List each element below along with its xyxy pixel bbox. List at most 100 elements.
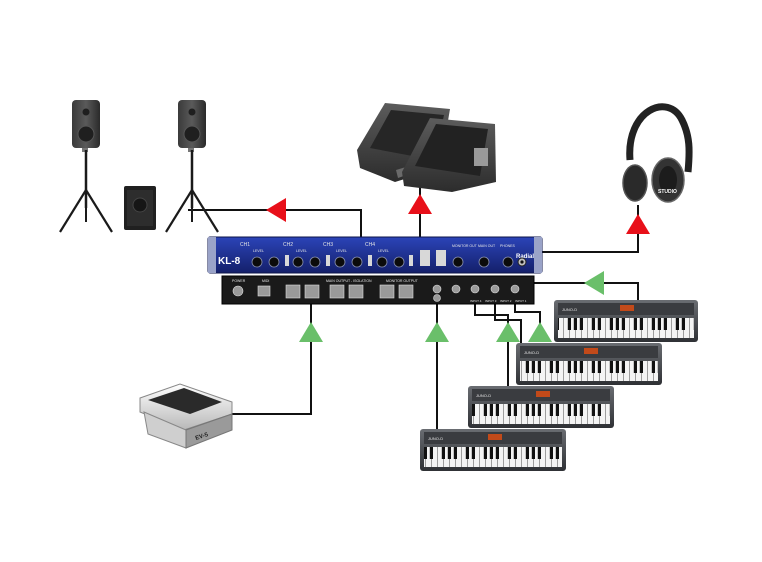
stage-monitors	[357, 103, 496, 192]
front-label: LEVEL	[296, 249, 307, 253]
channel-label: CH4	[365, 242, 375, 248]
output-arrows	[266, 194, 650, 234]
pa-speaker-left	[59, 100, 113, 233]
headphones-icon: STUDIO	[622, 103, 693, 203]
power-connector[interactable]	[232, 285, 244, 297]
xlr-output[interactable]	[348, 284, 364, 299]
channel-switch[interactable]	[409, 255, 413, 266]
keyboard-model-label: JUNO-D	[476, 393, 491, 398]
front-control-labels: LEVEL LEVEL LEVEL LEVEL MONITOR OUT MAIN…	[253, 244, 515, 253]
mixer-model-label: KL-8	[218, 256, 241, 267]
input-jack[interactable]	[433, 294, 441, 302]
front-label: LEVEL	[336, 249, 347, 253]
input-jack[interactable]	[510, 284, 520, 294]
channel-switch[interactable]	[368, 255, 372, 266]
red-up-arrow-icon	[266, 198, 286, 222]
red-up-arrow-icon	[408, 194, 432, 214]
mixer-rack: KL-8 Radial CH1 CH2 CH3 CH4 LEVEL LEVEL …	[207, 236, 543, 305]
front-label: MONITOR OUT	[452, 244, 478, 248]
front-knobs	[251, 256, 514, 268]
level-knob[interactable]	[268, 256, 280, 268]
level-knob[interactable]	[478, 256, 490, 268]
channel-switch[interactable]	[285, 255, 289, 266]
level-knob[interactable]	[309, 256, 321, 268]
green-up-arrow-icon	[299, 322, 323, 342]
rear-label: INPUT 4	[470, 299, 482, 303]
keyboard-4: JUNO-D	[420, 429, 566, 471]
channel-switch[interactable]	[436, 250, 446, 266]
channel-label: CH2	[283, 242, 293, 248]
green-up-arrow-icon	[425, 322, 449, 342]
pa-speaker-right	[165, 100, 219, 233]
xlr-output[interactable]	[304, 284, 320, 299]
cable-pedal	[228, 302, 312, 415]
front-label: LEVEL	[253, 249, 264, 253]
synth-keyboard-icon: JUNO-D	[468, 386, 614, 428]
rear-label: INPUT 2	[500, 299, 512, 303]
xlr-output[interactable]	[398, 284, 414, 299]
front-label: LEVEL	[378, 249, 389, 253]
front-label: PHONES	[500, 244, 515, 248]
input-arrows	[299, 271, 604, 342]
mixer-rear-panel	[221, 275, 535, 305]
input-jack[interactable]	[451, 284, 461, 294]
keyboard-model-label: JUNO-D	[428, 436, 443, 441]
xlr-output[interactable]	[285, 284, 301, 299]
green-up-arrow-icon	[584, 271, 604, 295]
keyboard-model-label: JUNO-D	[562, 307, 577, 312]
rear-label: MIDI	[262, 279, 269, 283]
stage-monitor-icon	[402, 118, 496, 192]
cable-phones-out	[533, 205, 639, 253]
level-knob[interactable]	[351, 256, 363, 268]
rear-label: INPUT 3	[485, 299, 497, 303]
green-up-arrow-icon	[496, 322, 520, 342]
rear-label: INPUT 1	[515, 299, 527, 303]
red-up-arrow-icon	[626, 214, 650, 234]
keyboard-model-label: JUNO-D	[524, 350, 539, 355]
cable-main-out-to-pa	[188, 209, 362, 242]
keyboard-3: JUNO-D	[468, 386, 614, 428]
subwoofer-icon	[124, 186, 156, 230]
pedal-label: EV-5	[195, 432, 210, 442]
channel-switch[interactable]	[420, 250, 430, 266]
headphones-label: STUDIO	[658, 189, 677, 195]
pa-speaker-icon	[165, 100, 219, 233]
phones-jack[interactable]	[517, 257, 527, 267]
keyboard-2: JUNO-D	[516, 343, 662, 385]
level-knob[interactable]	[334, 256, 346, 268]
synth-keyboard-icon: JUNO-D	[516, 343, 662, 385]
level-knob[interactable]	[452, 256, 464, 268]
green-up-arrow-icon	[528, 322, 552, 342]
xlr-output[interactable]	[329, 284, 345, 299]
level-knob[interactable]	[251, 256, 263, 268]
level-knob[interactable]	[376, 256, 388, 268]
channel-label: CH3	[323, 242, 333, 248]
pa-speaker-icon	[59, 100, 113, 233]
level-knob[interactable]	[393, 256, 405, 268]
input-jack[interactable]	[432, 284, 442, 294]
expression-pedal-icon: EV-5	[139, 383, 233, 449]
midi-connector[interactable]	[257, 285, 271, 297]
expression-pedal: EV-5	[139, 383, 233, 449]
channel-label: CH1	[240, 242, 250, 248]
input-jack[interactable]	[490, 284, 500, 294]
channel-switch[interactable]	[326, 255, 330, 266]
channel-labels: CH1 CH2 CH3 CH4	[240, 242, 375, 248]
cable-keyboard-3	[494, 303, 522, 344]
level-knob[interactable]	[292, 256, 304, 268]
front-label: MAIN OUT	[478, 244, 496, 248]
front-switches	[285, 250, 446, 266]
rear-label: POWER	[232, 279, 246, 283]
level-knob[interactable]	[502, 256, 514, 268]
rear-label: MAIN OUTPUT - ISOLATION	[326, 279, 372, 283]
subwoofer	[124, 186, 156, 230]
xlr-output[interactable]	[379, 284, 395, 299]
synth-keyboard-icon: JUNO-D	[554, 300, 698, 342]
cable-keyboard-2	[474, 303, 509, 387]
rear-labels: POWER MIDI MAIN OUTPUT - ISOLATION MONIT…	[232, 279, 527, 303]
synth-keyboard-icon: JUNO-D	[420, 429, 566, 471]
rear-label: MONITOR OUTPUT	[386, 279, 419, 283]
headphones: STUDIO	[622, 103, 693, 203]
input-jack[interactable]	[470, 284, 480, 294]
